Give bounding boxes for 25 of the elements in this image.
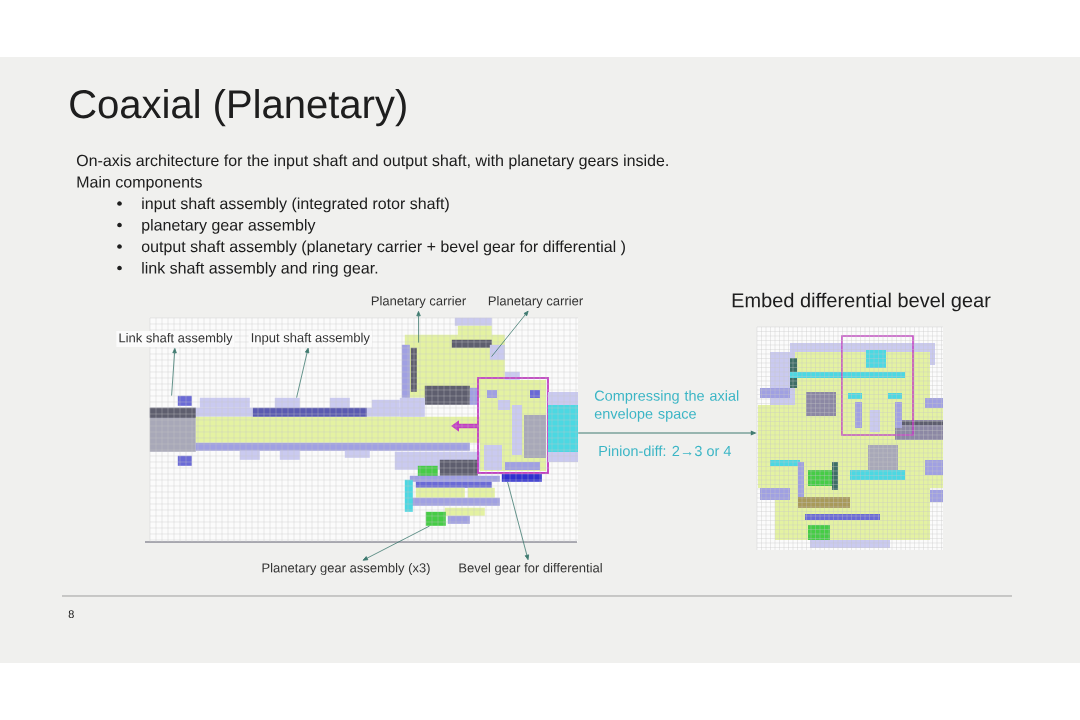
cross-section-drawing bbox=[144, 317, 579, 543]
edge-label: Compressing the axial envelope space bbox=[594, 390, 739, 422]
leader-line bbox=[362, 525, 430, 561]
leader-line bbox=[491, 310, 529, 357]
leader-line bbox=[507, 481, 530, 561]
callout-label: Bevel gear for differential bbox=[459, 562, 602, 576]
bullet-text: input shaft assembly (integrated rotor shaft) bbox=[142, 197, 449, 213]
list-heading: Main components bbox=[77, 175, 202, 191]
slide-title: Coaxial (Planetary) bbox=[70, 89, 406, 127]
callout-label: Planetary gear assembly (x3) bbox=[262, 562, 430, 576]
bullet-text: link shaft assembly and ring gear. bbox=[142, 261, 378, 277]
bevel-gear-bar bbox=[501, 473, 542, 482]
page-number: 8 bbox=[68, 610, 74, 619]
leader-line bbox=[296, 347, 310, 398]
leader-line bbox=[171, 348, 177, 396]
annotation-text: Pinion-diff: 2→3 or 4 bbox=[599, 445, 731, 457]
body-text: On-axis architecture for the input shaft and output shaft, with planetary gears inside. bbox=[76, 154, 668, 170]
callout-label: Planetary carrier bbox=[371, 295, 466, 309]
bullet-text: output shaft assembly (planetary carrier + bevel gear for differential ) bbox=[141, 240, 625, 256]
gear-block bbox=[394, 451, 500, 526]
callout-label: Planetary carrier bbox=[488, 295, 583, 309]
shaft-end-block bbox=[149, 395, 196, 466]
leader-line bbox=[416, 311, 421, 343]
bullet-text: planetary gear assembly bbox=[142, 218, 316, 234]
drawing-heading: Embed differential bevel gear bbox=[732, 292, 991, 312]
